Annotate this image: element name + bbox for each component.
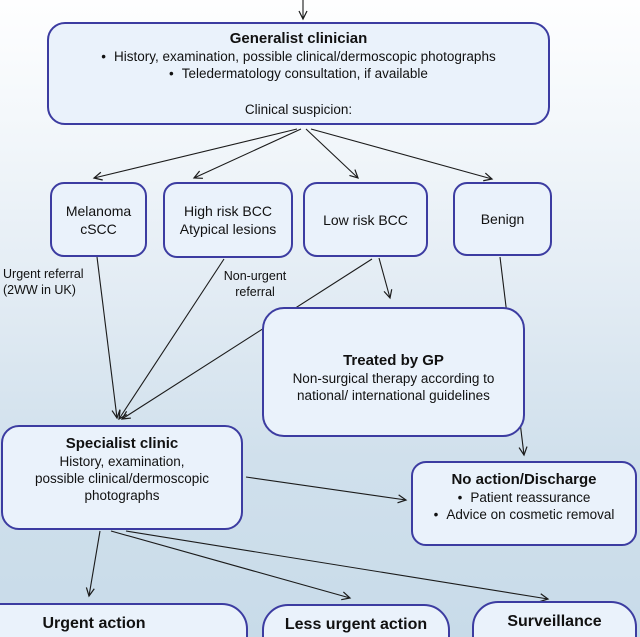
bullet-icon: • bbox=[169, 66, 174, 81]
arrow-melanoma-to-specialist bbox=[96, 256, 121, 420]
urgent-referral-label: Urgent referral (2WW in UK) bbox=[3, 267, 84, 297]
no-action-item-1: • Patient reassurance bbox=[458, 489, 591, 506]
gp-body: Non-surgical therapy according to nation… bbox=[292, 370, 495, 403]
generalist-item-1: • History, examination, possible clinical… bbox=[101, 48, 495, 65]
generalist-clinician-box: Generalist clinician • History, examinati… bbox=[47, 22, 550, 125]
less-urgent-action-title: Less urgent action bbox=[284, 616, 428, 633]
generalist-title: Generalist clinician bbox=[229, 30, 368, 47]
arrow-generalist-to-melanoma bbox=[92, 128, 298, 181]
specialist-body: History, examination, possible clinical/… bbox=[34, 454, 210, 503]
arrow-generalist-to-highrisk bbox=[192, 128, 302, 179]
arrow-highrisk-to-specialist bbox=[118, 258, 225, 421]
arrow-lowrisk-to-specialist bbox=[120, 258, 373, 420]
arrow-lowrisk-to-gp bbox=[378, 257, 393, 300]
surveillance-box: Surveillance bbox=[472, 601, 637, 637]
urgent-action-title: Urgent action bbox=[42, 615, 146, 632]
generalist-item-2: • Teledermatology consultation, if availa… bbox=[169, 65, 428, 82]
no-action-title: No action/Discharge bbox=[451, 471, 597, 488]
urgent-action-box: Urgent action bbox=[0, 603, 248, 637]
no-action-item-2: • Advice on cosmetic removal bbox=[434, 506, 615, 523]
no-action-discharge-box: No action/Discharge • Patient reassurance… bbox=[411, 461, 637, 546]
specialist-title: Specialist clinic bbox=[65, 435, 179, 452]
arrow-generalist-to-benign bbox=[310, 128, 494, 182]
melanoma-cscc-box: Melanoma cSCC bbox=[50, 182, 147, 257]
generalist-item-2-text: Teledermatology consultation, if availab… bbox=[181, 66, 428, 81]
arrow-generalist-to-lowrisk bbox=[305, 128, 359, 179]
low-risk-bcc-box: Low risk BCC bbox=[303, 182, 428, 257]
treated-by-gp-box: Treated by GP Non-surgical therapy accor… bbox=[262, 307, 525, 437]
bullet-icon: • bbox=[457, 490, 463, 505]
benign-box: Benign bbox=[453, 182, 552, 256]
generalist-item-1-text: History, examination, possible clinical/… bbox=[114, 49, 496, 64]
bullet-icon: • bbox=[433, 507, 439, 522]
no-action-item-1-text: Patient reassurance bbox=[470, 490, 591, 505]
arrow-specialist-to-urgent bbox=[85, 530, 101, 598]
no-action-item-2-text: Advice on cosmetic removal bbox=[446, 507, 615, 522]
non-urgent-referral-label: Non-urgent referral bbox=[223, 269, 287, 299]
arrow-specialist-to-noaction bbox=[245, 476, 408, 504]
gp-title: Treated by GP bbox=[343, 351, 444, 369]
high-risk-bcc-box: High risk BCC Atypical lesions bbox=[163, 182, 293, 258]
arrow-specialist-to-lessurgent bbox=[110, 530, 352, 601]
clinical-suspicion-label: Clinical suspicion: bbox=[244, 102, 353, 117]
arrow-specialist-to-surveillance bbox=[125, 530, 550, 603]
specialist-clinic-box: Specialist clinic History, examination, … bbox=[1, 425, 243, 530]
surveillance-title: Surveillance bbox=[507, 613, 602, 630]
bullet-icon: • bbox=[101, 49, 107, 64]
less-urgent-action-box: Less urgent action bbox=[262, 604, 450, 637]
